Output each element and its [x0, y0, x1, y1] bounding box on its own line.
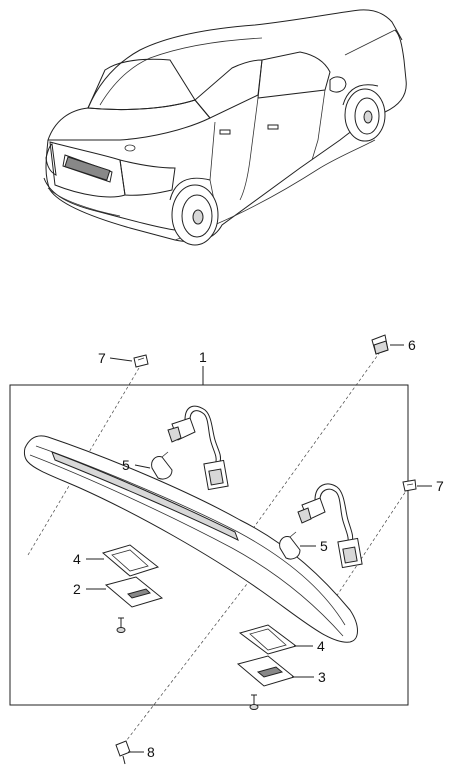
bulb-right [279, 531, 301, 560]
screw-8 [115, 740, 131, 765]
callout-5-left: 5 [122, 457, 130, 473]
clip-7-right [402, 479, 417, 492]
screw-right [249, 694, 259, 710]
car-illustration [43, 9, 407, 246]
callout-1: 1 [199, 349, 207, 365]
callout-5-right: 5 [320, 538, 328, 554]
bulb-left [151, 451, 173, 480]
harness-left [167, 405, 229, 491]
screw-left [116, 617, 126, 633]
clip-7-top [133, 354, 149, 368]
callout-8: 8 [147, 744, 155, 760]
callout-7-right: 7 [436, 478, 444, 494]
high-mount-stop-lamp-bar [23, 435, 358, 643]
callout-leaders [86, 344, 432, 753]
callout-3: 3 [318, 669, 326, 685]
license-lamp-lens-left [104, 576, 164, 608]
harness-right [297, 483, 363, 569]
callout-4-right: 4 [317, 638, 325, 654]
callout-2: 2 [73, 581, 81, 597]
gasket-right [238, 624, 298, 655]
gasket-left [101, 544, 160, 577]
assembly-frame [9, 384, 409, 706]
callout-4-left: 4 [73, 551, 81, 567]
license-lamp-lens-right [236, 655, 296, 687]
callout-7-top: 7 [98, 350, 106, 366]
grommet-6 [371, 334, 389, 355]
callout-6: 6 [408, 337, 416, 353]
leader-lines [27, 351, 409, 746]
